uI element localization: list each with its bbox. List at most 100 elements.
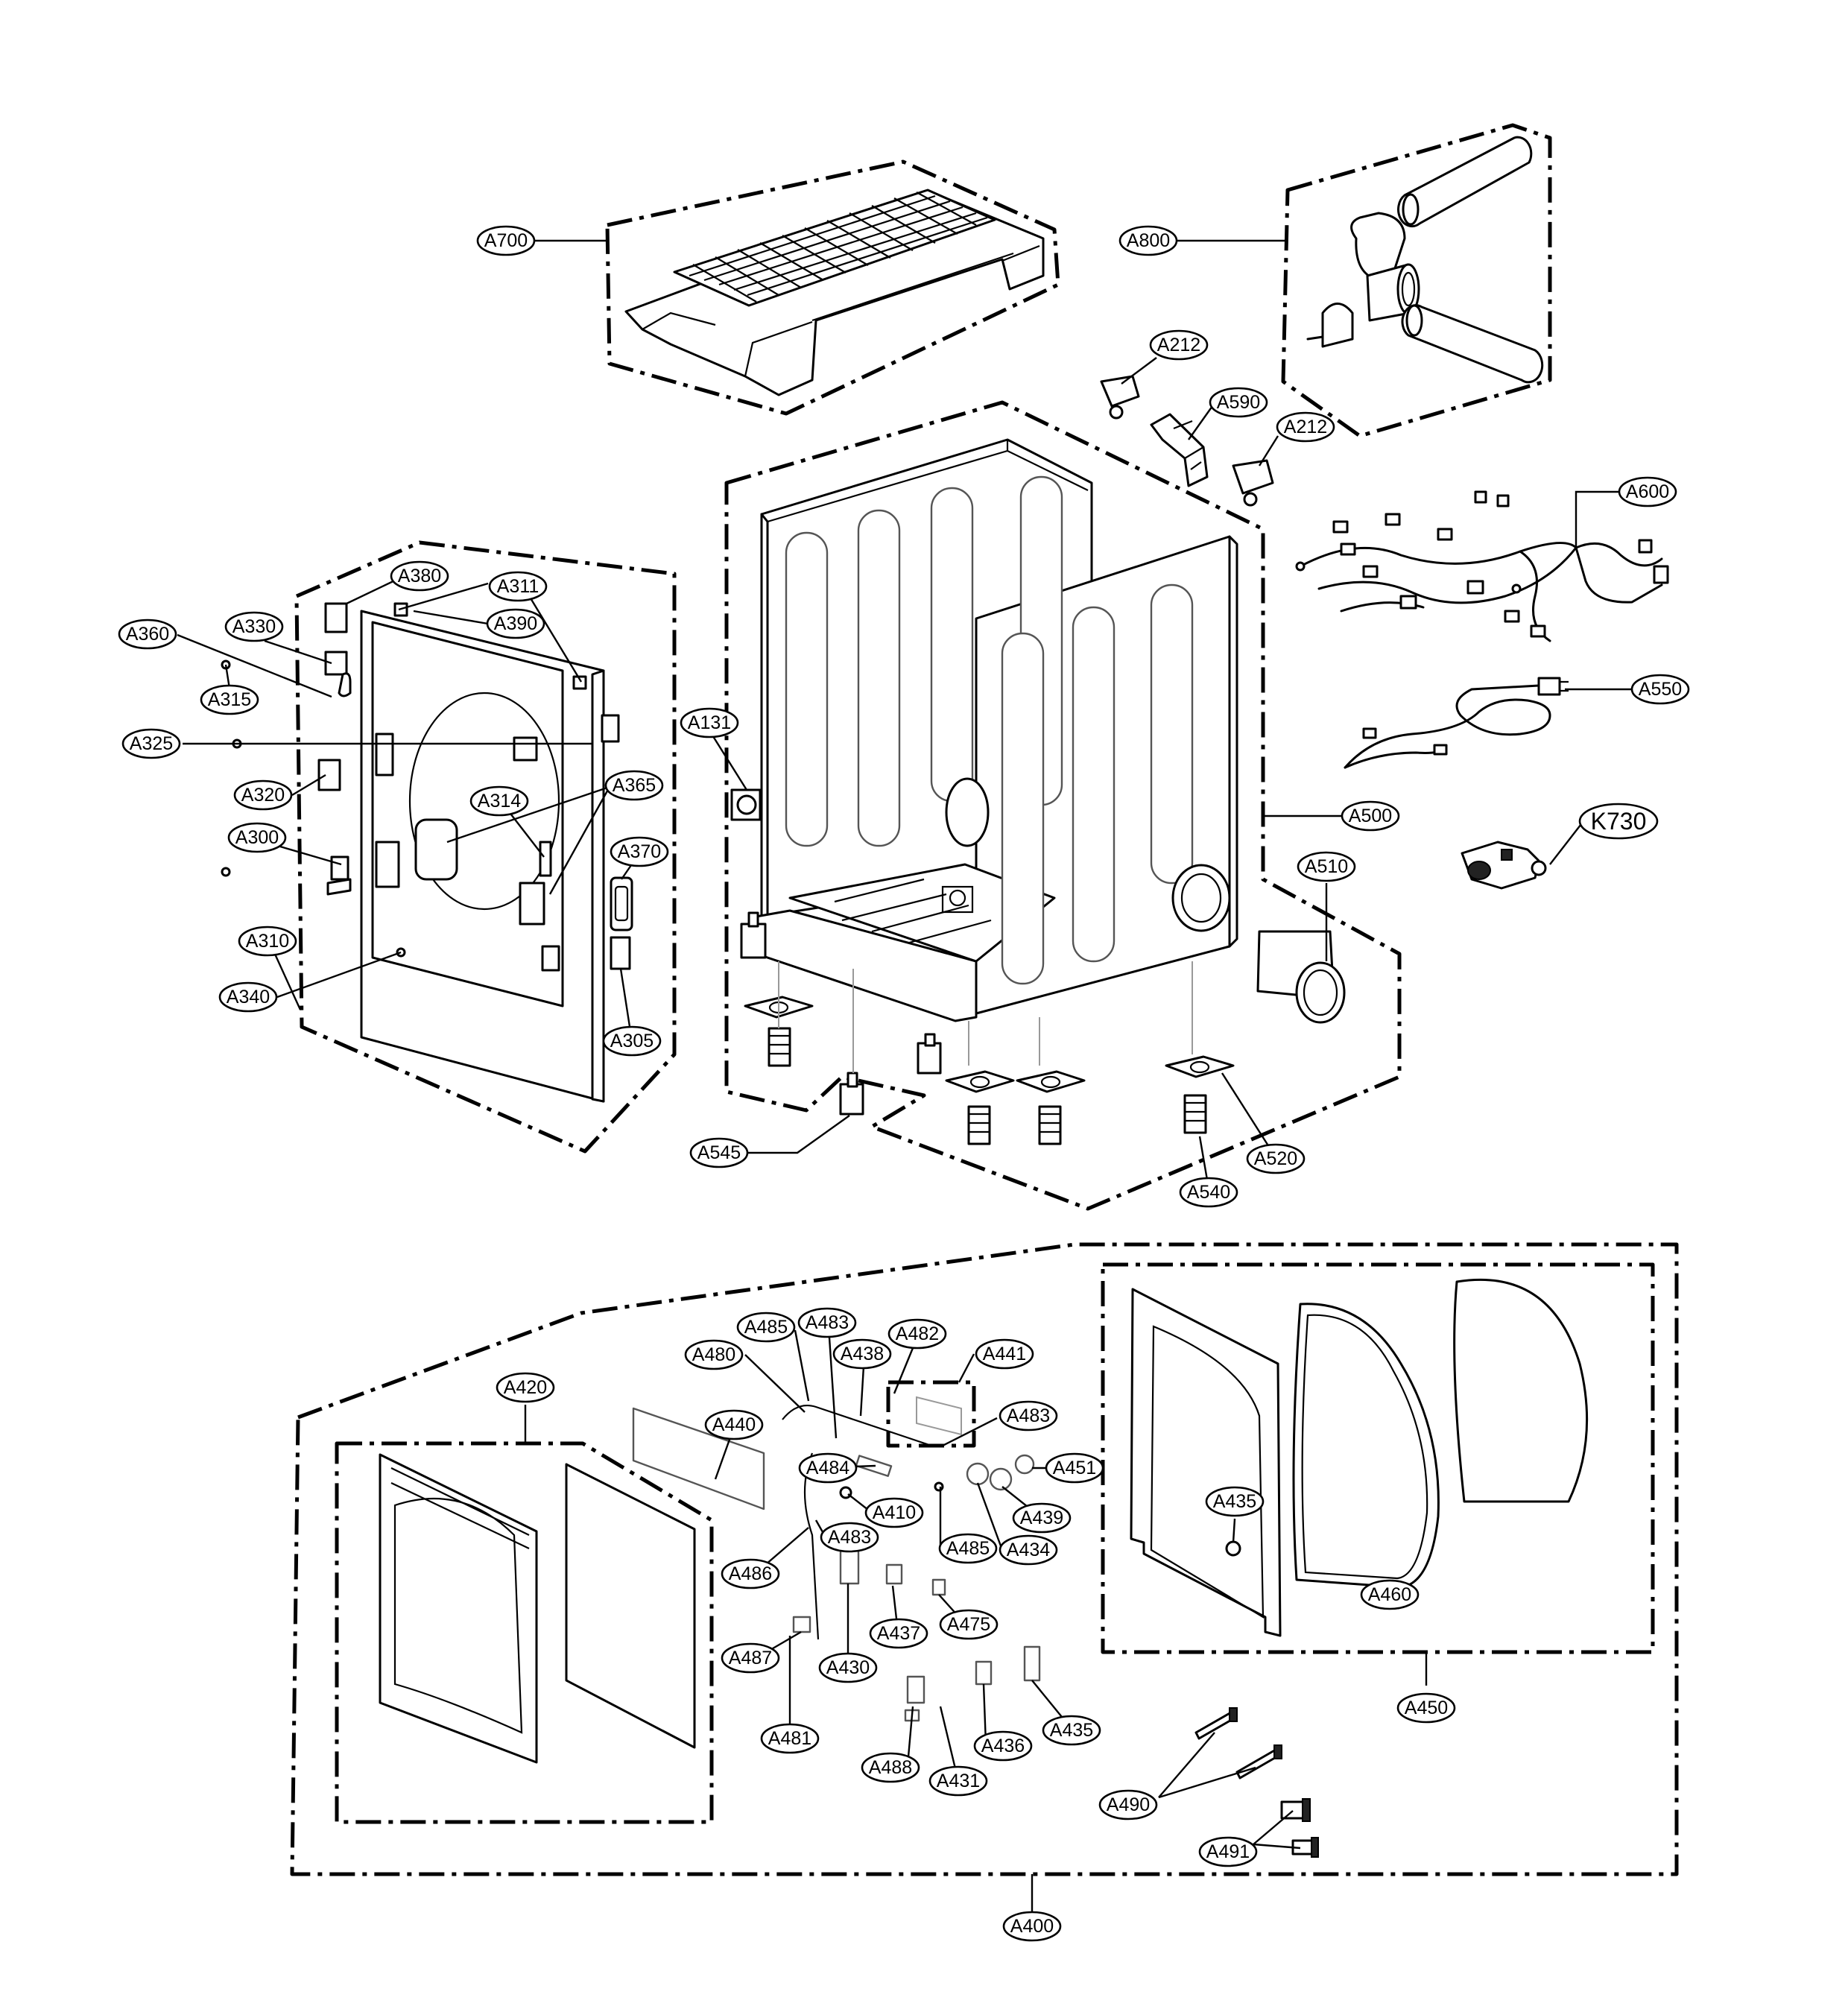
callout-A485-top: A485 <box>736 1312 796 1343</box>
callout-A487: A487 <box>721 1642 780 1674</box>
svg-text:A550: A550 <box>1639 679 1682 700</box>
callout-A475: A475 <box>939 1609 999 1640</box>
callout-A483-mid: A483 <box>999 1400 1058 1432</box>
group-outline-a400 <box>290 1242 1679 1876</box>
callout-A315: A315 <box>200 684 259 715</box>
svg-text:A314: A314 <box>478 791 521 812</box>
svg-text:A438: A438 <box>841 1344 884 1364</box>
callout-A437: A437 <box>869 1618 928 1649</box>
svg-text:A482: A482 <box>896 1323 939 1344</box>
svg-text:A320: A320 <box>241 785 285 806</box>
callout-A483-top: A483 <box>797 1307 857 1338</box>
svg-text:A330: A330 <box>232 616 276 637</box>
svg-text:A431: A431 <box>937 1771 980 1791</box>
callout-A490: A490 <box>1098 1789 1158 1820</box>
a212-thermostat-upper <box>1100 375 1140 420</box>
a450-door-assembly <box>1130 1278 1589 1637</box>
a800-duct-kit <box>1306 136 1544 384</box>
a420-front-door <box>379 1453 696 1764</box>
callout-A380: A380 <box>390 560 449 592</box>
a310-front-panel <box>360 610 605 1103</box>
svg-text:A430: A430 <box>826 1657 870 1678</box>
callout-A436: A436 <box>973 1730 1033 1762</box>
svg-text:A311: A311 <box>497 576 539 597</box>
svg-text:A450: A450 <box>1405 1698 1448 1718</box>
callout-A550: A550 <box>1630 674 1690 705</box>
a131-bushing <box>730 788 762 821</box>
group-outline-front-panel <box>294 540 677 1154</box>
k730-water-valve <box>1461 841 1547 890</box>
callout-A131: A131 <box>680 707 739 738</box>
group-outline-a450 <box>1101 1262 1655 1654</box>
callout-A520: A520 <box>1246 1143 1306 1174</box>
callout-A435-door: A435 <box>1205 1486 1265 1517</box>
svg-text:A500: A500 <box>1349 806 1392 826</box>
callout-A300: A300 <box>227 822 287 853</box>
svg-text:A440: A440 <box>712 1414 756 1435</box>
svg-text:A437: A437 <box>877 1623 920 1644</box>
callout-A440: A440 <box>704 1409 764 1440</box>
leg-assemblies <box>740 911 1235 1145</box>
svg-text:A340: A340 <box>227 987 270 1007</box>
callout-A310: A310 <box>238 926 297 957</box>
svg-text:A441: A441 <box>983 1344 1026 1364</box>
svg-text:A475: A475 <box>947 1614 990 1635</box>
callout-A365: A365 <box>604 770 664 801</box>
group-outline-a700 <box>605 159 1060 416</box>
svg-text:A484: A484 <box>806 1458 849 1478</box>
svg-text:A483: A483 <box>828 1527 871 1548</box>
svg-text:A483: A483 <box>806 1312 849 1333</box>
svg-text:A488: A488 <box>869 1757 912 1778</box>
callout-A485-low: A485 <box>938 1533 998 1564</box>
svg-text:A481: A481 <box>768 1728 811 1749</box>
svg-text:A460: A460 <box>1368 1584 1411 1605</box>
svg-text:A451: A451 <box>1053 1458 1096 1478</box>
svg-text:A600: A600 <box>1626 481 1669 502</box>
callout-A370: A370 <box>610 836 669 867</box>
callout-A484: A484 <box>798 1452 858 1484</box>
callout-A700: A700 <box>476 225 536 256</box>
callout-labels: A700 A800 A212 A590 A212 A600 A550 K730 … <box>118 225 1690 1942</box>
callout-A340: A340 <box>218 981 278 1013</box>
svg-text:A520: A520 <box>1254 1148 1297 1169</box>
callout-A325: A325 <box>121 728 181 759</box>
svg-text:A131: A131 <box>688 712 731 733</box>
svg-text:K730: K730 <box>1591 808 1647 835</box>
svg-text:A485: A485 <box>744 1317 788 1338</box>
callout-A482: A482 <box>887 1318 947 1350</box>
callout-A431: A431 <box>928 1765 988 1797</box>
callout-A212-lower: A212 <box>1276 411 1335 443</box>
a500-cabinet <box>755 438 1238 1022</box>
callout-A420: A420 <box>496 1372 555 1403</box>
callout-A438: A438 <box>832 1338 892 1370</box>
svg-text:A212: A212 <box>1284 417 1327 437</box>
callout-A450: A450 <box>1396 1692 1456 1724</box>
svg-text:A434: A434 <box>1007 1540 1050 1560</box>
callout-A545: A545 <box>689 1137 749 1168</box>
svg-text:A435: A435 <box>1050 1720 1093 1741</box>
svg-text:A590: A590 <box>1217 392 1260 413</box>
svg-text:A300: A300 <box>235 827 279 848</box>
svg-text:A365: A365 <box>613 775 656 796</box>
a550-power-cord <box>1344 677 1569 769</box>
callout-A486: A486 <box>721 1558 780 1589</box>
svg-text:A420: A420 <box>504 1377 547 1398</box>
callout-A451: A451 <box>1045 1452 1104 1484</box>
group-outline-a800 <box>1281 123 1552 438</box>
a600-wire-harness <box>1295 490 1669 642</box>
callout-A488: A488 <box>861 1752 920 1783</box>
callout-A480: A480 <box>684 1339 744 1370</box>
svg-text:A490: A490 <box>1107 1794 1150 1815</box>
svg-text:A325: A325 <box>130 733 173 754</box>
callout-A800: A800 <box>1118 225 1178 256</box>
callout-A590: A590 <box>1209 387 1268 418</box>
a700-drying-rack <box>624 189 1045 396</box>
svg-text:A439: A439 <box>1020 1508 1063 1528</box>
callout-A481: A481 <box>760 1723 820 1754</box>
svg-text:A510: A510 <box>1305 856 1348 877</box>
svg-text:A487: A487 <box>729 1648 772 1668</box>
group-outline-cabinet <box>724 400 1402 1211</box>
callout-A441: A441 <box>975 1338 1034 1370</box>
callout-A430: A430 <box>818 1652 878 1683</box>
